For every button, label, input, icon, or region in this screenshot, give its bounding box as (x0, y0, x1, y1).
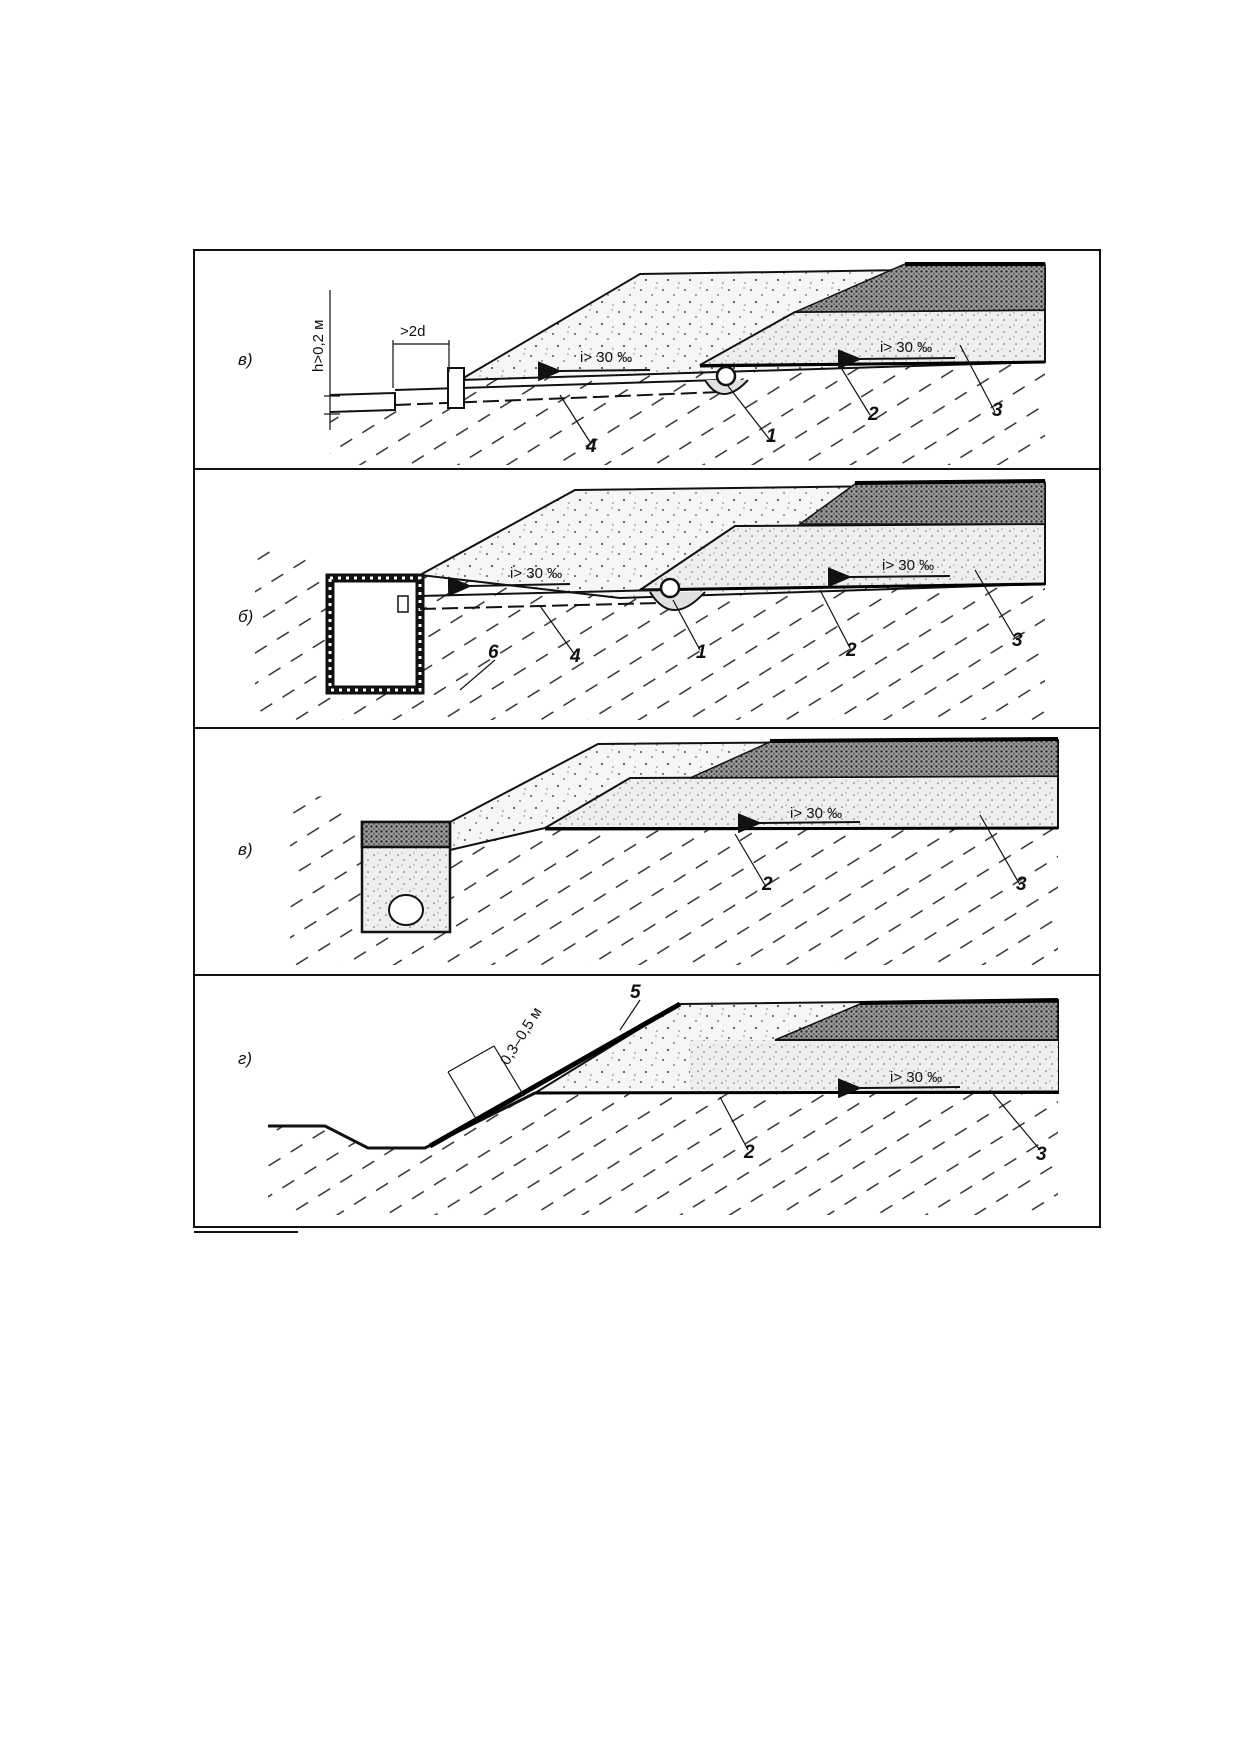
callout-2: 2 (761, 874, 773, 895)
dim-width-label: >2d (400, 323, 425, 340)
slope-arrow-lower (737, 813, 861, 834)
panel-label: в) (238, 350, 253, 369)
callout-4: 4 (569, 646, 581, 667)
panel-label: в) (238, 840, 253, 859)
slope-label-upper: i> 30 ‰ (580, 349, 632, 366)
callout-1: 1 (766, 426, 777, 447)
slope-label-lower: i> 30 ‰ (882, 557, 934, 574)
callout-4: 4 (585, 436, 597, 457)
slope-arrow-lower (837, 1078, 961, 1099)
layer2-line (699, 360, 1046, 368)
layer2-line (544, 826, 1059, 831)
ground-hatch (268, 1093, 1058, 1215)
callout-2: 2 (845, 640, 857, 661)
panel-d: г) 0,3–0,5 м i> 30 ‰ 5 2 3 (193, 974, 1101, 1228)
layer2-line (534, 1090, 1059, 1095)
callout-2: 2 (867, 404, 879, 425)
callout-1: 1 (696, 642, 707, 663)
slope-label-lower: i> 30 ‰ (790, 805, 842, 822)
protective-layer (428, 1001, 682, 1149)
drainage-layer (690, 1040, 1058, 1093)
callout-3: 3 (992, 400, 1003, 421)
callout-3: 3 (1016, 874, 1027, 895)
callout-6: 6 (488, 642, 499, 663)
slope-arrow-upper (537, 361, 651, 382)
slope-arrow-lower (827, 567, 951, 588)
collector-drain (659, 577, 681, 599)
panel-label: б) (238, 607, 253, 626)
slope-label-upper: i> 30 ‰ (510, 565, 562, 582)
panel-frame (193, 974, 1101, 1228)
callout-3: 3 (1012, 630, 1023, 651)
dim-thickness-label: 0,3–0,5 м (497, 1004, 546, 1068)
slope-label-lower: i> 30 ‰ (890, 1069, 942, 1086)
callout-5: 5 (630, 982, 641, 1003)
panel-b: б) i> 30 ‰ i> 30 ‰ 6 4 1 2 3 (193, 468, 1101, 729)
callout-3: 3 (1036, 1144, 1047, 1165)
dim-height-label: h>0,2 м (310, 320, 327, 372)
collector-drain (715, 365, 737, 387)
outlet-head (447, 367, 465, 409)
drain-pipe (388, 894, 424, 926)
callout-2: 2 (743, 1142, 755, 1163)
slope-label-lower: i> 30 ‰ (880, 339, 932, 356)
ground-hatch (330, 362, 1045, 465)
collector-box (325, 573, 425, 695)
ground-hatch (290, 795, 1058, 965)
slope-arrow-upper (447, 576, 571, 597)
slope-arrow-lower (837, 349, 956, 370)
panel-a: в) i> 30 ‰ i> 30 ‰ >2d h>0,2 м 4 1 2 3 (193, 249, 1101, 470)
trench-cap (360, 820, 452, 849)
panel-label: г) (238, 1049, 252, 1068)
panel-c: в) i> 30 ‰ 2 3 (193, 727, 1101, 976)
